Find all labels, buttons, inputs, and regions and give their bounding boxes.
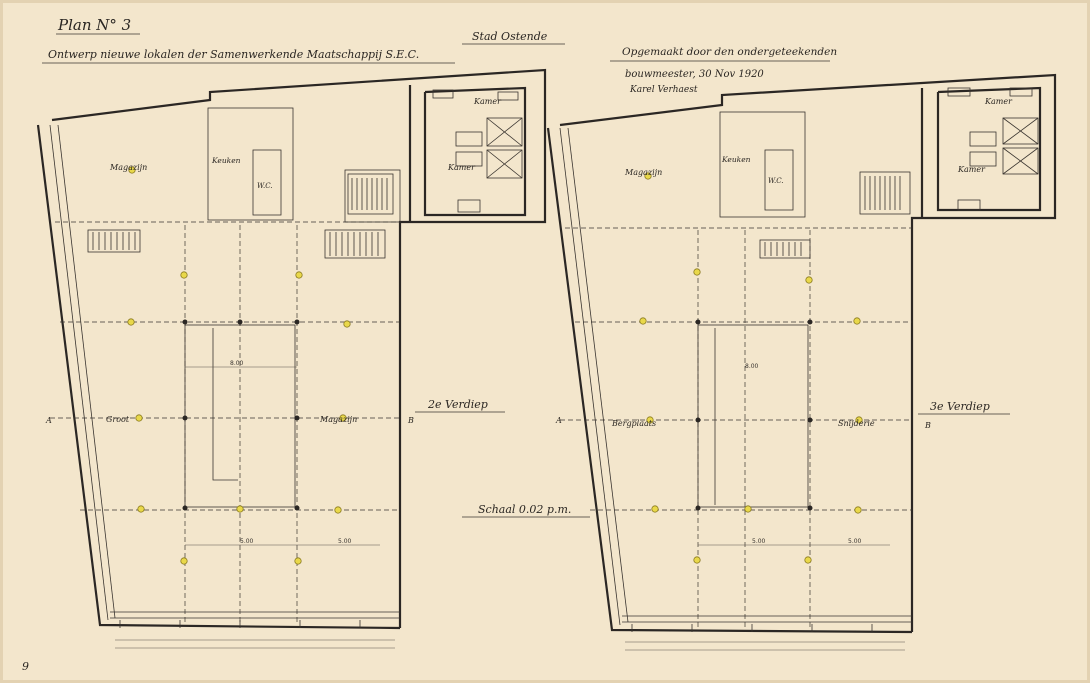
room-snijderie-right: Snijderie (838, 419, 875, 428)
staircase-2nd-top (347, 173, 394, 215)
svg-text:5.00: 5.00 (848, 538, 862, 545)
city-title: Stad Ostende (472, 30, 548, 43)
room-kamer-mid-right: Kamer (957, 165, 986, 174)
room-groot-left: Groot (106, 415, 130, 424)
svg-text:5.00: 5.00 (752, 538, 766, 545)
room-kamer-top-right: Kamer (984, 97, 1013, 106)
room-keuken-left: Keuken (211, 156, 241, 165)
floor-plan-2nd-floor: 8.00 5.00 5.00 Kamer Kamer Keuken W.C. M… (36, 68, 547, 649)
staircase-2nd-bottom (324, 229, 386, 259)
room-kamer-mid-left: Kamer (447, 163, 476, 172)
floor-label-2nd: 2e Verdiep (427, 398, 488, 411)
scale-note: Schaal 0.02 p.m. (478, 503, 571, 516)
annex-boxes-right (947, 87, 1039, 211)
room-kamer-top-left: Kamer (473, 97, 502, 106)
room-wc-right: W.C. (768, 177, 784, 185)
svg-text:8.00: 8.00 (230, 360, 244, 367)
room-magazijn-right-left: Magazijn (319, 415, 357, 424)
svg-text:5.00: 5.00 (240, 538, 254, 545)
author-line-1: Opgemaakt door den ondergeteekenden (622, 46, 837, 58)
room-magazijn-top-left: Magazijn (109, 163, 147, 172)
staircase-3rd-top (859, 171, 911, 215)
room-bergplaats-right: Bergplaats (611, 419, 656, 428)
room-magazijn-right: Magazijn (624, 168, 662, 177)
plan-number: Plan N° 3 (57, 16, 131, 34)
floor-label-3rd: 3e Verdiep (930, 400, 990, 413)
room-keuken-right: Keuken (721, 155, 751, 164)
annex-boxes-left (432, 89, 523, 213)
project-title: Ontwerp nieuwe lokalen der Samenwerkende… (48, 48, 419, 61)
staircase-2nd-left (87, 229, 141, 253)
architect-signature: Karel Verhaest (629, 85, 698, 95)
author-line-2: bouwmeester, 30 Nov 1920 (625, 69, 764, 80)
room-wc-left: W.C. (257, 182, 273, 190)
sheet-number: 9 (22, 660, 29, 673)
svg-text:5.00: 5.00 (338, 538, 352, 545)
floor-plan-3rd-floor: 8.00 5.00 5.00 Kamer Kamer Keuken W.C. M… (546, 73, 1057, 651)
section-marker-b-left: B (407, 416, 414, 425)
svg-text:8.00: 8.00 (745, 363, 759, 370)
section-marker-a-left: A (45, 416, 52, 425)
section-marker-b-right: B (924, 421, 931, 430)
section-marker-a-right: A (555, 416, 562, 425)
